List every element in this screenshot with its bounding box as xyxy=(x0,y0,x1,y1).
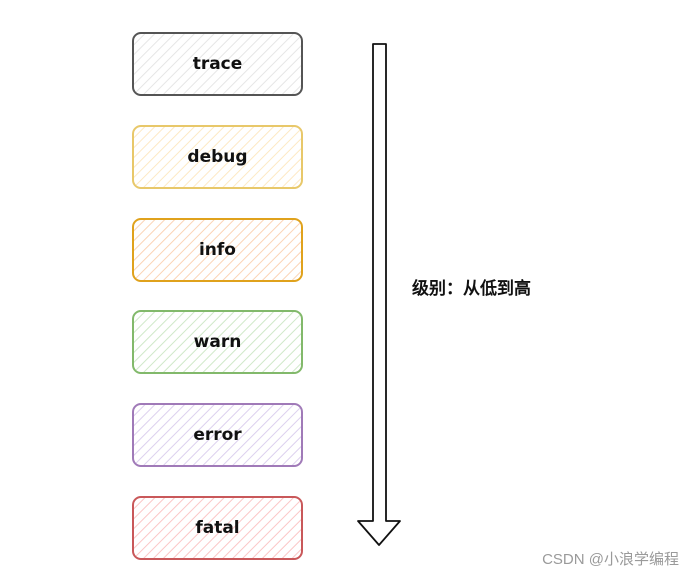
watermark: CSDN @小浪学编程 xyxy=(542,551,679,568)
level-label: warn xyxy=(193,332,242,352)
level-box-fatal: fatal xyxy=(132,496,303,560)
arrow-label: 级别：从低到高 xyxy=(412,279,531,299)
level-label: info xyxy=(198,240,236,260)
direction-arrow xyxy=(357,43,401,546)
level-box-warn: warn xyxy=(132,310,303,374)
level-label: error xyxy=(193,425,242,445)
level-label: trace xyxy=(192,54,243,74)
level-label: debug xyxy=(187,147,248,167)
level-box-info: info xyxy=(132,218,303,282)
level-box-error: error xyxy=(132,403,303,467)
level-box-debug: debug xyxy=(132,125,303,189)
level-box-trace: trace xyxy=(132,32,303,96)
level-label: fatal xyxy=(195,518,240,538)
